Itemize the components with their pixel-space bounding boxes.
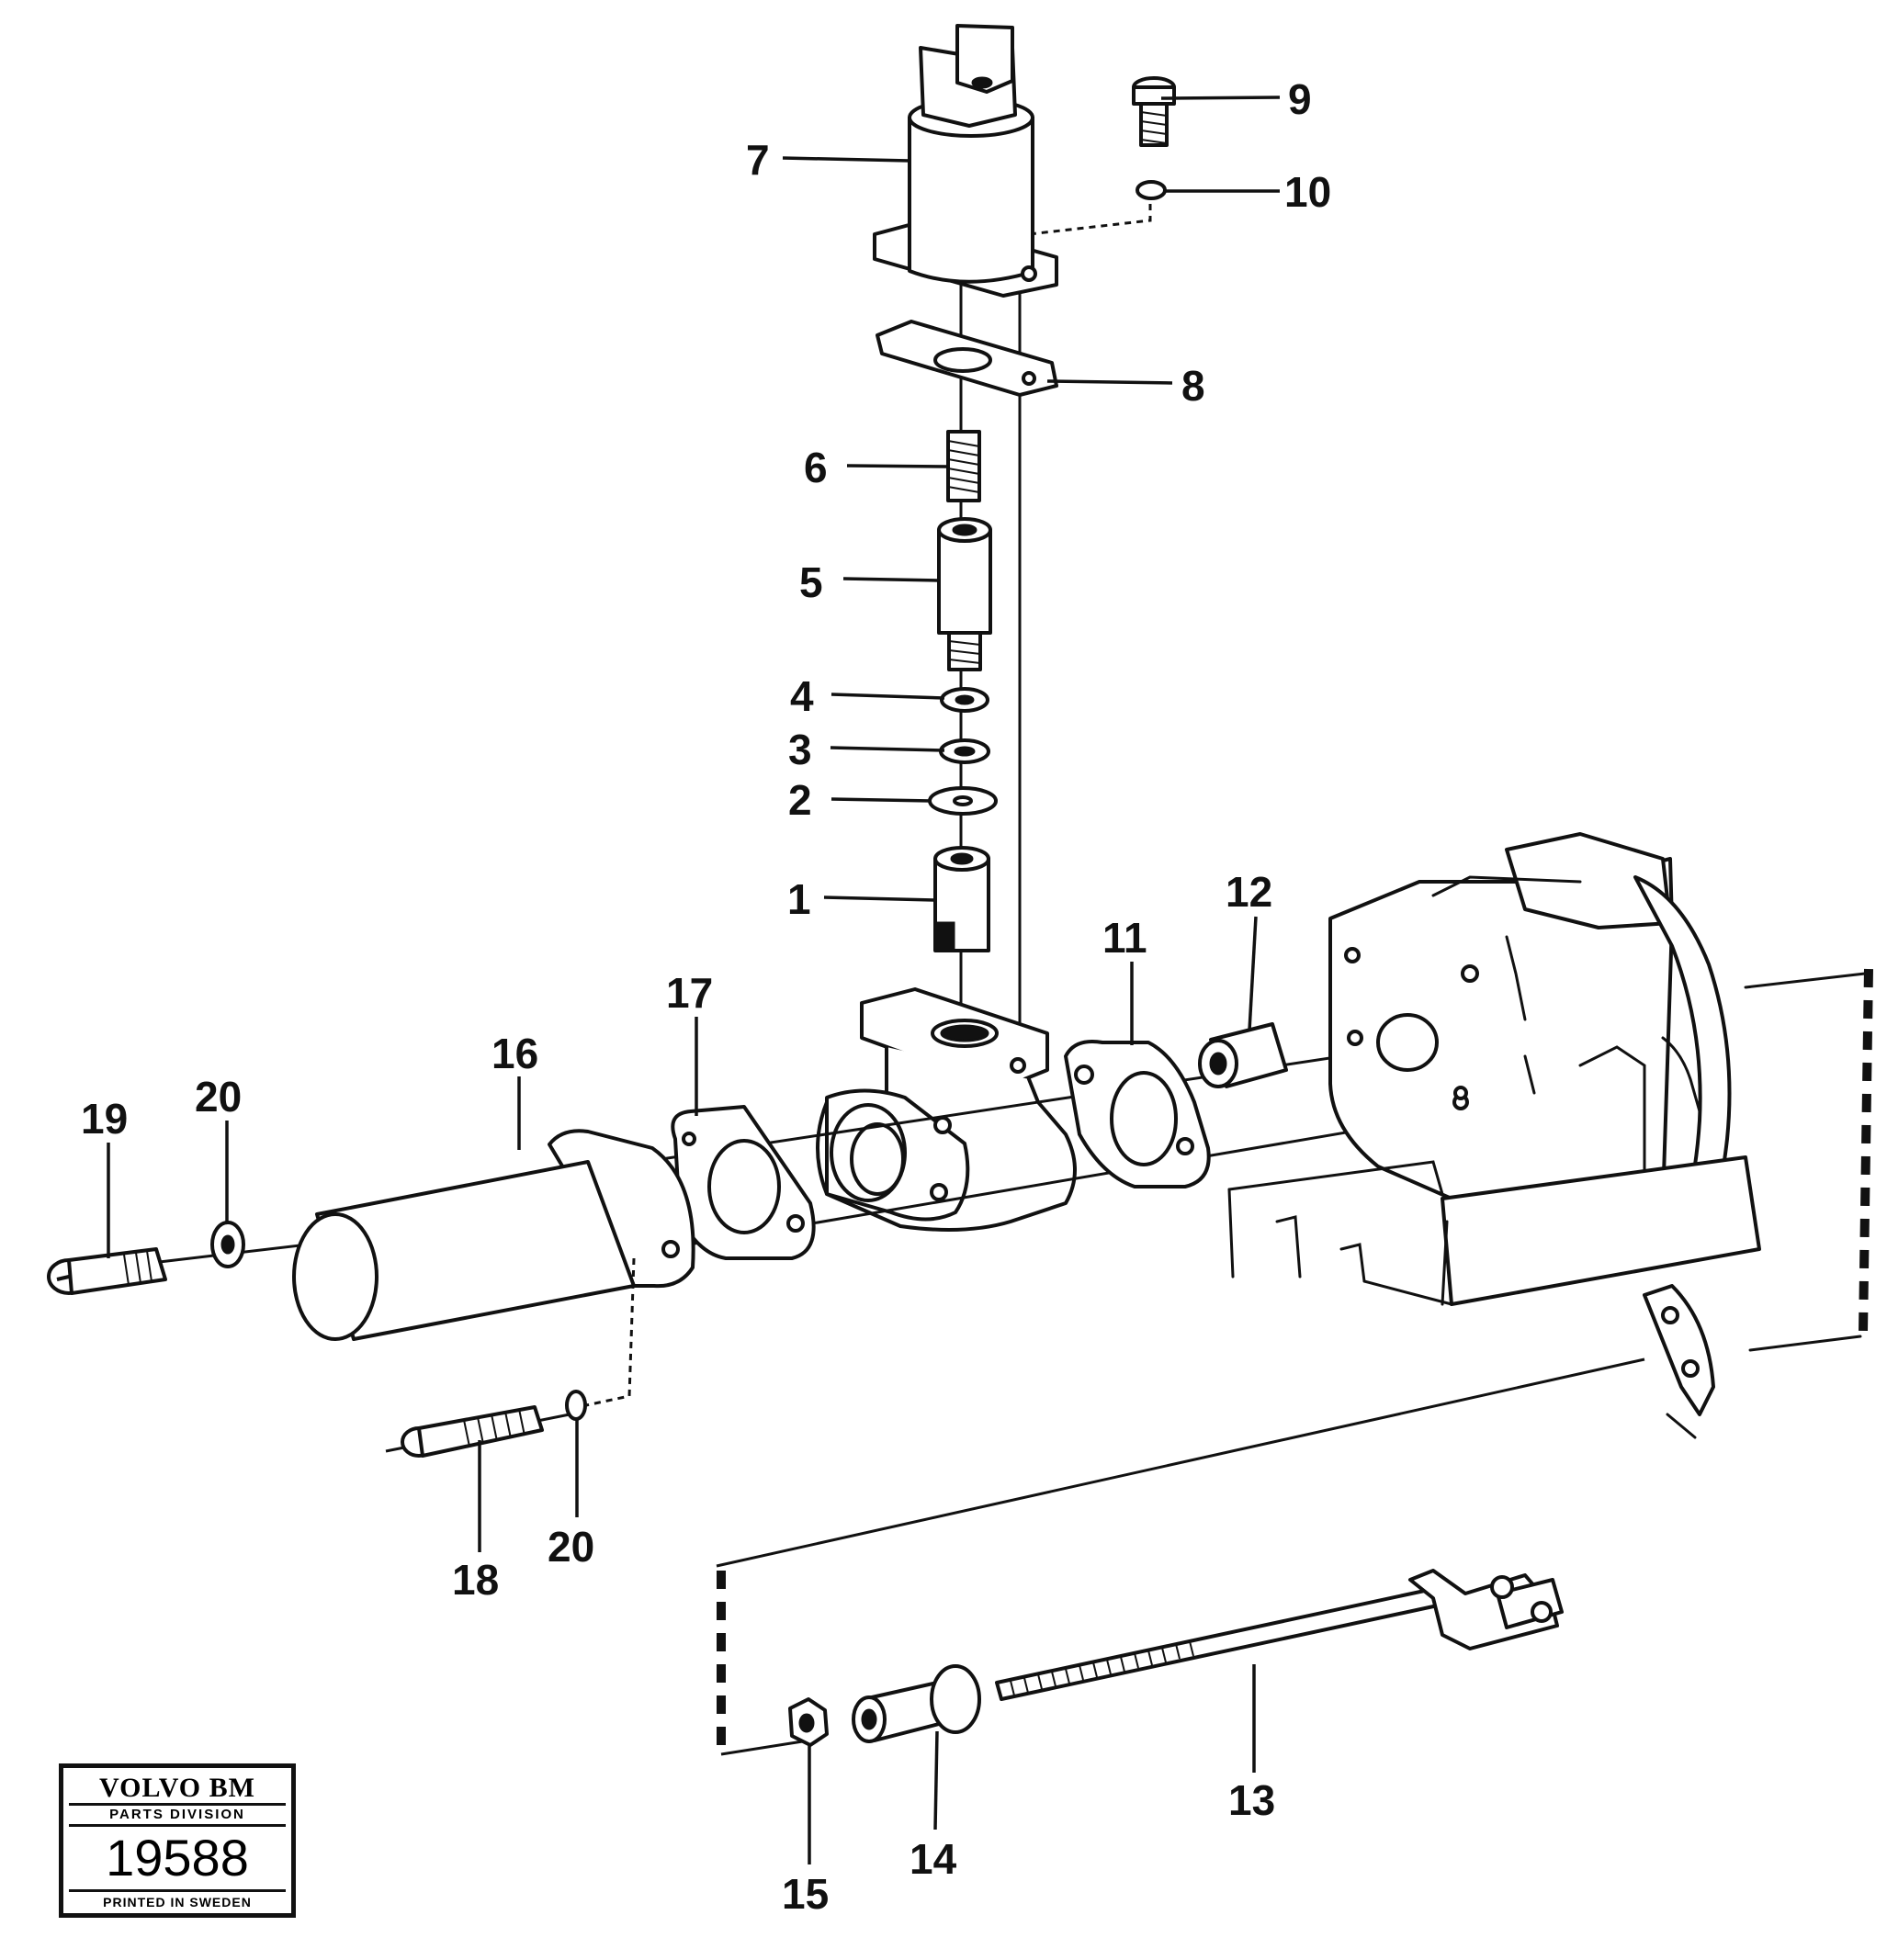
stamp-division: PARTS DIVISION xyxy=(69,1806,286,1827)
part-9-screw xyxy=(1132,76,1176,147)
callout-10: 10 xyxy=(1284,168,1331,216)
part-13-rod xyxy=(995,1569,1564,1701)
callout-labels: 7 9 10 8 6 5 4 3 2 1 11 12 17 16 20 19 2… xyxy=(81,75,1331,1918)
housing-boundary-dashed xyxy=(1859,968,1873,1333)
callout-8: 8 xyxy=(1181,362,1205,410)
callout-2: 2 xyxy=(788,776,812,824)
callout-9: 9 xyxy=(1288,75,1312,123)
stamp-printed-in: PRINTED IN SWEDEN xyxy=(103,1895,252,1909)
part-18-screw xyxy=(385,1405,571,1458)
main-horizontal-axis xyxy=(642,1041,1434,1164)
leader-lines xyxy=(107,96,1281,1864)
part-5-plunger xyxy=(937,517,992,671)
part-4-washer xyxy=(940,687,989,713)
part-19-screw xyxy=(47,1247,167,1295)
callout-4: 4 xyxy=(790,672,814,720)
callout-16: 16 xyxy=(492,1030,538,1077)
callout-17: 17 xyxy=(666,969,713,1017)
callout-1: 1 xyxy=(787,875,811,923)
callout-13: 13 xyxy=(1228,1776,1275,1824)
callout-19: 19 xyxy=(81,1095,128,1143)
part-1-valve-seat xyxy=(933,846,990,952)
valve-body xyxy=(816,987,1077,1232)
callout-11: 11 xyxy=(1102,914,1147,962)
callout-6: 6 xyxy=(804,444,828,491)
part-3-washer xyxy=(939,738,990,764)
callout-3: 3 xyxy=(788,726,812,773)
part-8-gasket xyxy=(876,320,1058,397)
part-10-washer xyxy=(1136,180,1167,200)
cylinder-bolt-dashed-guide xyxy=(585,1257,636,1407)
parts-division-stamp: VOLVO BM PARTS DIVISION 19588 PRINTED IN… xyxy=(59,1763,296,1918)
rod-lower-guide-line xyxy=(720,1739,809,1756)
callout-7: 7 xyxy=(746,136,770,184)
callout-20-lower: 20 xyxy=(548,1523,594,1571)
part-11-gasket xyxy=(1064,1040,1211,1188)
stamp-drawing-number: 19588 xyxy=(69,1827,286,1892)
callout-14: 14 xyxy=(910,1835,957,1883)
callout-18: 18 xyxy=(452,1556,499,1604)
part-17-gasket xyxy=(671,1105,816,1260)
part-7-solenoid xyxy=(873,24,1058,298)
callout-12: 12 xyxy=(1226,868,1272,916)
rod-13-guide-line xyxy=(716,1357,1645,1568)
stamp-brand: VOLVO BM xyxy=(69,1774,286,1806)
part-20-washer-upper xyxy=(210,1221,245,1268)
callout-20-upper: 20 xyxy=(195,1073,242,1121)
callout-15: 15 xyxy=(782,1870,829,1918)
bolt-9-dashed-guide xyxy=(1028,204,1152,236)
part-6-spring xyxy=(946,430,981,502)
part-12-sleeve xyxy=(1198,1022,1288,1088)
part-2-washer xyxy=(928,786,998,816)
transmission-housing xyxy=(1227,832,1867,1439)
part-15-nut xyxy=(788,1697,829,1747)
callout-5: 5 xyxy=(799,558,823,606)
part-14-bushing xyxy=(852,1664,981,1743)
